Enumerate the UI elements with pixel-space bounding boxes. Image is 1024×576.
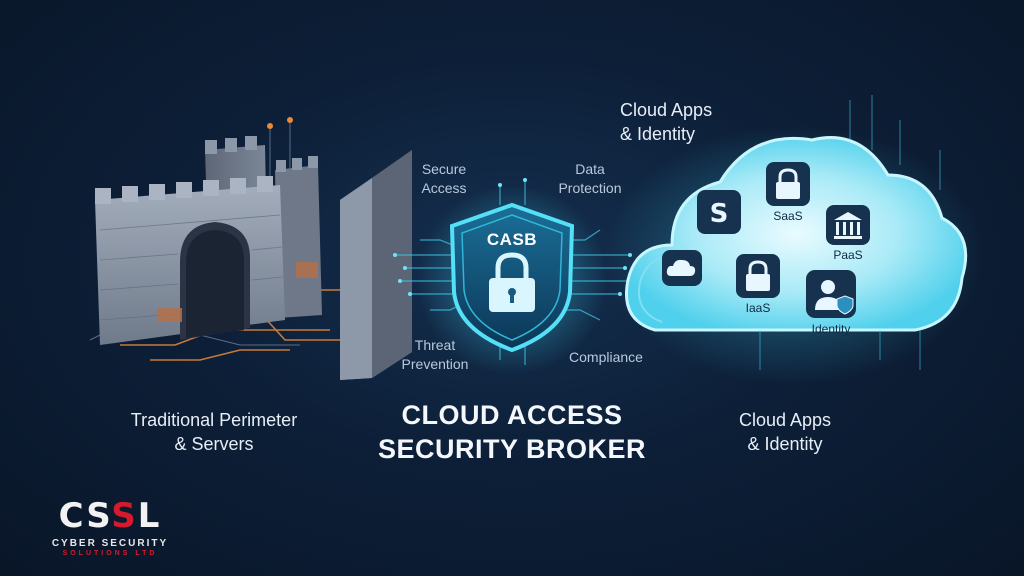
- feature-label: Protection: [558, 180, 622, 196]
- label-line: Cloud Apps: [620, 100, 713, 120]
- tile-s-logo: S: [697, 190, 741, 234]
- circuit-traces-right: [759, 95, 941, 370]
- title-line: CLOUD ACCESS: [401, 400, 623, 430]
- logo-subtagline: SOLUTIONS LTD: [62, 550, 158, 557]
- s-logo-icon: S: [710, 199, 729, 229]
- diagram-title: CLOUD ACCESS SECURITY BROKER: [352, 398, 672, 466]
- caption-line: Cloud Apps: [738, 410, 832, 430]
- feature-compliance: Compliance: [556, 348, 656, 367]
- castle-icon: [95, 136, 322, 345]
- firewall-wall-icon: [340, 150, 412, 380]
- antenna-node: [287, 117, 293, 123]
- logo-letters: CS: [58, 496, 112, 536]
- feature-label: Compliance: [569, 349, 643, 365]
- top-right-label: Cloud Apps & Identity: [620, 98, 740, 146]
- tile-cloud: [662, 250, 702, 286]
- caption-line: & Identity: [747, 434, 823, 454]
- lock-icon: [778, 168, 798, 183]
- caption-line: Traditional Perimeter: [130, 410, 298, 430]
- tile-saas-lock: [766, 162, 810, 206]
- cloud-icon: [605, 125, 985, 385]
- caption-line: & Servers: [174, 434, 254, 454]
- logo-wordmark: CSSL: [24, 496, 196, 536]
- feature-data-protection: Data Protection: [540, 160, 640, 198]
- feature-label: Secure: [421, 161, 467, 177]
- left-caption: Traditional Perimeter & Servers: [104, 408, 324, 456]
- feature-label: Prevention: [401, 356, 469, 372]
- tile-caption-identity: Identity: [811, 322, 851, 336]
- label-line: & Identity: [620, 124, 696, 144]
- logo-tagline: CYBER SECURITY: [51, 538, 169, 549]
- cloud-small-icon: [666, 259, 696, 276]
- feature-threat-prevention: Threat Prevention: [390, 336, 480, 374]
- feature-label: Access: [421, 180, 467, 196]
- tile-caption-saas: SaaS: [773, 209, 803, 223]
- tile-iaas-lock: [736, 254, 780, 298]
- shield-label: CASB: [486, 230, 538, 249]
- bank-icon: [834, 212, 862, 220]
- user-shield-icon: [821, 280, 835, 294]
- feature-label: Data: [575, 161, 605, 177]
- antenna-node: [267, 123, 273, 129]
- company-logo: CSSL CYBER SECURITY SOLUTIONS LTD: [24, 496, 196, 560]
- logo-letters-accent: S: [111, 496, 138, 536]
- shield-lock-icon: [417, 185, 607, 375]
- right-caption: Cloud Apps & Identity: [700, 408, 870, 456]
- tile-identity: [806, 270, 856, 318]
- tile-caption-iaas: IaaS: [745, 301, 771, 315]
- lock-icon: [748, 260, 768, 275]
- feature-secure-access: Secure Access: [404, 160, 484, 198]
- title-line: SECURITY BROKER: [377, 434, 647, 464]
- logo-letters: L: [137, 496, 162, 536]
- feature-label: Threat: [414, 337, 456, 353]
- tile-caption-paas: PaaS: [833, 248, 863, 262]
- tile-paas-bank: [826, 205, 870, 245]
